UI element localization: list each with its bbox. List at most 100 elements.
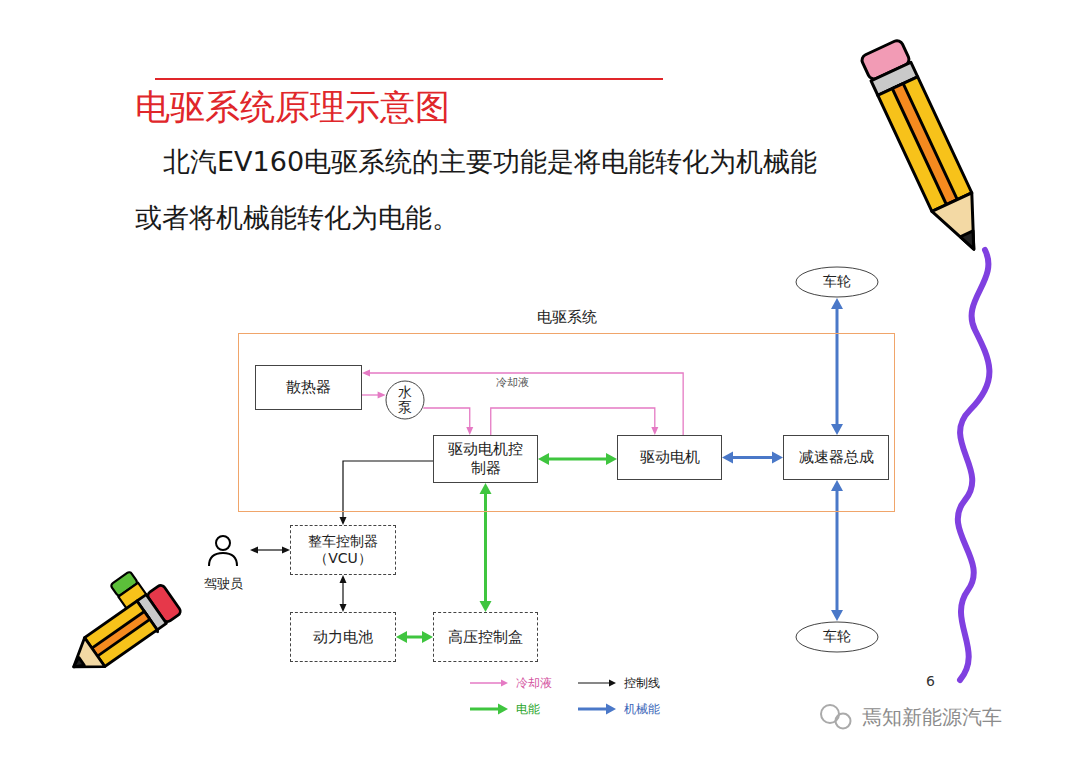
- arrow-head: [378, 392, 386, 399]
- arrow-head: [609, 680, 616, 687]
- arrow-head: [831, 298, 843, 309]
- arrow-head: [480, 601, 492, 612]
- radiator-box: 散热器: [255, 365, 362, 410]
- reducer-box: 减速器总成: [783, 435, 889, 480]
- title-rule: [155, 78, 663, 80]
- legend-text: 冷却液: [516, 675, 552, 691]
- outline-shape: [796, 267, 878, 297]
- connector-label: 冷却液: [494, 376, 531, 390]
- connector-line: [730, 456, 776, 459]
- arrow-head: [480, 483, 492, 494]
- arrow-head: [466, 427, 473, 435]
- connector-line: [836, 488, 839, 614]
- driver-icon: [209, 536, 237, 566]
- connector: [480, 483, 492, 612]
- arrow-head: [651, 427, 658, 435]
- arrow-head: [538, 453, 549, 465]
- node-text: 车轮: [823, 628, 851, 646]
- arrow-head: [831, 424, 843, 435]
- legend-line: [470, 708, 501, 711]
- intro-paragraph: 北汽EV160电驱系统的主要功能是将电能转化为机械能或者将机械能转化为电能。: [135, 134, 827, 246]
- node-text: 驱动电机控制器: [445, 440, 526, 478]
- connector-line: [368, 373, 684, 435]
- legend-line: [578, 682, 611, 683]
- connector: [362, 392, 386, 399]
- node-text: 散热器: [286, 378, 331, 397]
- legend-sample: [470, 680, 508, 687]
- system-region: 电驱系统散热器 水泵驱动电机控制器 驱动电机 减速器总成: [238, 306, 895, 512]
- arrow-head: [282, 547, 290, 554]
- legend-sample: [578, 680, 616, 687]
- watermark: 焉知新能源汽车: [862, 704, 1002, 730]
- wavy-ribbon: [958, 250, 990, 680]
- arrow-head: [722, 452, 733, 464]
- legend-text: 控制线: [624, 675, 660, 691]
- wheel-ellipse: 车轮: [795, 621, 879, 653]
- legend-line: [470, 682, 503, 683]
- pencil-illustration: [64, 584, 182, 682]
- outline-shape: [386, 381, 424, 419]
- connector: [250, 547, 290, 554]
- battery-box: 动力电池: [290, 612, 396, 662]
- connector-line: [342, 581, 343, 607]
- connector-line: [423, 408, 469, 429]
- slide-title: 电驱系统原理示意图: [135, 86, 450, 128]
- connector-line: [484, 491, 487, 605]
- vcu-box: 整车控制器 （VCU）: [290, 525, 396, 575]
- arrow-head: [501, 680, 508, 687]
- connector: [831, 298, 843, 435]
- legend-sample: [470, 704, 508, 715]
- connector: [831, 480, 843, 621]
- connector-line: [343, 461, 433, 519]
- outline-shape: [796, 622, 878, 652]
- legend-text: 机械能: [624, 701, 660, 717]
- node-text: 水泵: [398, 385, 412, 416]
- legend-sample: [578, 704, 616, 715]
- wechat-icon: [821, 705, 851, 729]
- connector: [362, 370, 683, 436]
- legend-text: 电能: [516, 701, 540, 717]
- connector-line: [256, 549, 285, 550]
- region-border: [238, 333, 895, 512]
- connector: [423, 408, 473, 435]
- connector-line: [491, 408, 655, 435]
- arrow-head: [498, 704, 508, 715]
- connector-line: [836, 306, 839, 428]
- node-text: 高压控制盒: [448, 628, 523, 647]
- connector: [722, 452, 783, 464]
- arrow-head: [340, 604, 347, 612]
- node-text: 整车控制器 （VCU）: [302, 533, 384, 568]
- page-number: 6: [926, 671, 935, 691]
- arrow-head: [250, 547, 258, 554]
- node-text: 车轮: [823, 273, 851, 291]
- connector: [396, 631, 433, 643]
- connector: [340, 461, 434, 525]
- controller-box: 驱动电机控制器: [433, 435, 538, 483]
- hv-control-box: 高压控制盒: [433, 612, 538, 662]
- node-text: 驱动电机: [640, 448, 700, 467]
- node-text: 减速器总成: [799, 448, 874, 467]
- arrow-head: [396, 631, 407, 643]
- arrow-head: [831, 610, 843, 621]
- connector: [538, 453, 617, 465]
- legend-line: [578, 708, 609, 711]
- arrow-head: [772, 452, 783, 464]
- arrow-head: [831, 480, 843, 491]
- wheel-ellipse: 车轮: [795, 266, 879, 298]
- node-text: 电驱系统: [238, 306, 895, 328]
- pump-circle: 水泵: [385, 380, 425, 420]
- connector: [340, 575, 347, 612]
- connector-line: [546, 458, 610, 461]
- driver-figure: 驾驶员: [196, 530, 250, 592]
- node-text: 动力电池: [313, 628, 373, 647]
- arrow-head: [362, 370, 370, 377]
- arrow-head: [606, 704, 616, 715]
- arrow-head: [340, 575, 347, 583]
- arrow-head: [340, 517, 347, 525]
- connector-line: [362, 394, 380, 395]
- node-text: 驾驶员: [204, 576, 243, 592]
- motor-box: 驱动电机: [617, 435, 722, 480]
- arrow-head: [422, 631, 433, 643]
- connector: [491, 408, 659, 435]
